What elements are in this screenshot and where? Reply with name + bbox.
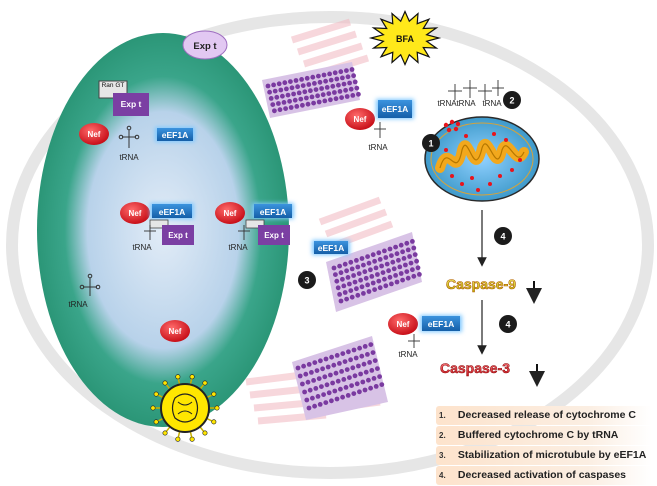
nef-label-4: Nef (169, 327, 182, 336)
ran-gt-label: Ran GT (102, 82, 125, 89)
eef1a-label-2: eEF1A (159, 207, 185, 217)
legend-num-4: 4. (439, 471, 446, 480)
eef1a-label-6: eEF1A (428, 319, 454, 329)
legend-num-2: 2. (439, 431, 446, 440)
step-3-label: 3 (304, 276, 309, 286)
exp-t-free-label: Exp t (193, 41, 217, 52)
trna-label-7: tRNA (456, 99, 476, 108)
eef1a-label-3: eEF1A (260, 207, 286, 217)
nef-trna-group-1: Nef tRNA (79, 123, 140, 162)
eef1a-protein-5: eEF1A (312, 240, 350, 255)
trna-cluster (448, 80, 504, 100)
eef1a-label-4: eEF1A (382, 104, 408, 114)
ran-exp-t-complex: Ran GT Exp t (98, 80, 149, 116)
eef1a-protein-1: eEF1A (155, 127, 195, 142)
nef-eef1a-export-complex-1: Nef eEF1A Exp t tRNA (120, 202, 194, 252)
trna-label-1: tRNA (119, 153, 139, 162)
trna-label-3: tRNA (228, 243, 248, 252)
step-4a-label: 4 (500, 232, 505, 242)
trna-free-nucleus: tRNA (68, 273, 101, 309)
exp-t-label-3: Exp t (264, 231, 284, 240)
trna-label-6: tRNA (437, 99, 457, 108)
nef-free-nucleus: Nef (160, 320, 190, 342)
legend-item-3: 3. Stabilization of microtubule by eEF1A (436, 446, 652, 465)
eef1a-label-1: eEF1A (162, 130, 188, 140)
exp-t-free: Exp t (182, 30, 228, 60)
caspase-9-label: Caspase-9 (446, 276, 516, 292)
bfa-burst: BFA (368, 10, 442, 66)
legend-text-3: Stabilization of microtubule by eEF1A (457, 449, 647, 461)
nef-eef1a-complex-cytoplasm-1: Nef eEF1A tRNA (345, 99, 414, 152)
hiv-virion-icon (150, 374, 220, 442)
legend-item-2: 2. Buffered cytochrome C by tRNA (436, 426, 652, 445)
caspase-3: Caspase-3 (440, 360, 545, 387)
caspase-3-label: Caspase-3 (440, 360, 510, 376)
step-1-label: 1 (428, 139, 433, 149)
nef-eef1a-complex-cytoplasm-2: Nef eEF1A tRNA (388, 313, 462, 359)
trna-label-8: tRNA (482, 99, 502, 108)
trna-label-2: tRNA (132, 243, 152, 252)
nef-label-6: Nef (397, 320, 410, 329)
step-marker-2: 2 (503, 91, 521, 109)
step-2-label: 2 (509, 96, 514, 106)
exp-t-label-2: Exp t (168, 231, 188, 240)
legend-text-1: Decreased release of cytochrome C (457, 409, 636, 421)
nef-eef1a-export-complex-2: Nef eEF1A Exp t tRNA (215, 202, 294, 252)
exp-t-label-1: Exp t (121, 99, 142, 109)
nef-label-1: Nef (88, 130, 101, 139)
legend-item-4: 4. Decreased activation of caspases (436, 466, 652, 485)
legend-item-1: 1. Decreased release of cytochrome C (436, 406, 652, 425)
legend-num-1: 1. (439, 411, 446, 420)
nef-label-2: Nef (129, 209, 142, 218)
mitochondrion (424, 116, 540, 202)
step-marker-4a: 4 (494, 227, 512, 245)
trna-label-5: tRNA (368, 143, 388, 152)
legend: 1. Decreased release of cytochrome C 2. … (436, 406, 652, 486)
caspase-9: Caspase-9 (446, 276, 542, 304)
microtubule-bundle-bottom (292, 336, 388, 420)
step-marker-1: 1 (422, 134, 440, 152)
microtubule-bundle-top (262, 62, 361, 118)
bfa-label: BFA (396, 34, 415, 44)
microtubule-bundle-middle (326, 232, 422, 312)
cytochrome-c-dots (443, 119, 461, 133)
nef-label-5: Nef (354, 115, 367, 124)
trna-label-4: tRNA (68, 300, 88, 309)
nef-label-3: Nef (224, 209, 237, 218)
trna-label-9: tRNA (398, 350, 418, 359)
legend-num-3: 3. (439, 451, 446, 460)
step-4b-label: 4 (505, 320, 510, 330)
eef1a-label-5: eEF1A (318, 243, 344, 253)
step-marker-3: 3 (298, 271, 316, 289)
legend-text-4: Decreased activation of caspases (457, 469, 627, 481)
legend-text-2: Buffered cytochrome C by tRNA (457, 429, 619, 441)
step-marker-4b: 4 (499, 315, 517, 333)
cell-membrane (6, 11, 654, 479)
